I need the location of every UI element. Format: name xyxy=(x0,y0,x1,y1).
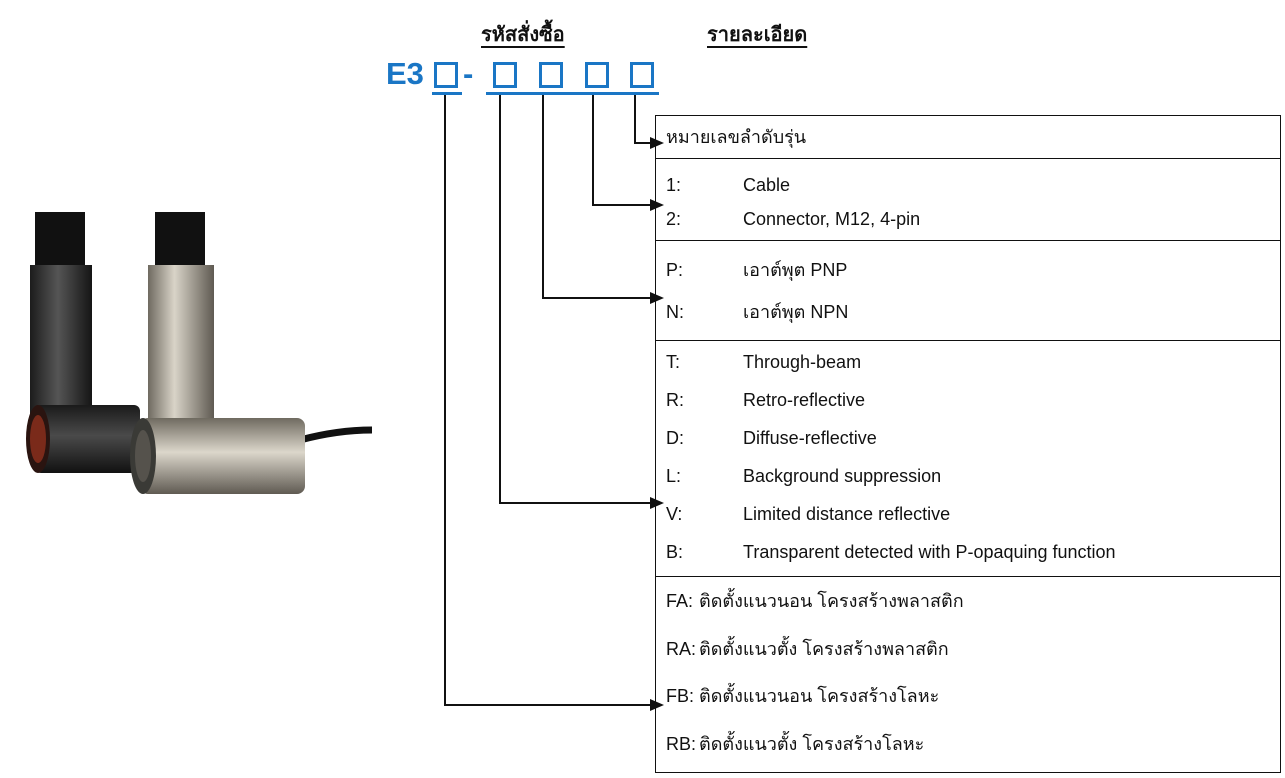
list-item: FA: ติดตั้งแนวนอน โครงสร้างพลาสติก xyxy=(666,586,1274,616)
item-text: Limited distance reflective xyxy=(743,499,950,529)
section-sensing-method: T: Through-beam R: Retro-reflective D: D… xyxy=(656,341,1280,577)
list-item: RA: ติดตั้งแนวตั้ง โครงสร้างพลาสติก xyxy=(666,634,1274,664)
item-key: B: xyxy=(666,537,683,567)
item-text: Transparent detected with P-opaquing fun… xyxy=(743,537,1116,567)
item-key: T: xyxy=(666,347,680,377)
list-item: FB: ติดตั้งแนวนอน โครงสร้างโลหะ xyxy=(666,681,1274,711)
item-text: Diffuse-reflective xyxy=(743,423,877,453)
item-text: เอาต์พุต NPN xyxy=(743,297,848,327)
section-connection: 1: Cable 2: Connector, M12, 4-pin xyxy=(656,159,1280,241)
item-key: 1: xyxy=(666,170,681,200)
item-key: FB: xyxy=(666,681,694,711)
item-text: ติดตั้งแนวนอน โครงสร้างโลหะ xyxy=(699,681,939,711)
item-key: N: xyxy=(666,297,684,327)
item-key: P: xyxy=(666,255,683,285)
item-key: FA: xyxy=(666,586,693,616)
item-key: L: xyxy=(666,461,681,491)
list-item: 1: Cable xyxy=(666,170,1274,200)
item-text: ติดตั้งแนวนอน โครงสร้างพลาสติก xyxy=(699,586,964,616)
section-series-number: หมายเลขลำดับรุ่น xyxy=(656,116,1280,159)
item-text: Retro-reflective xyxy=(743,385,865,415)
list-item: P: เอาต์พุต PNP xyxy=(666,255,1274,285)
list-item: V: Limited distance reflective xyxy=(666,499,1274,529)
item-key: D: xyxy=(666,423,684,453)
item-key: RA: xyxy=(666,634,696,664)
item-text: หมายเลขลำดับรุ่น xyxy=(666,122,806,152)
item-text: Connector, M12, 4-pin xyxy=(743,204,920,234)
item-key: R: xyxy=(666,385,684,415)
list-item: D: Diffuse-reflective xyxy=(666,423,1274,453)
section-mounting-housing: FA: ติดตั้งแนวนอน โครงสร้างพลาสติก RA: ต… xyxy=(656,577,1280,774)
list-item: หมายเลขลำดับรุ่น xyxy=(666,122,1274,152)
item-key: 2: xyxy=(666,204,681,234)
item-text: เอาต์พุต PNP xyxy=(743,255,847,285)
list-item: T: Through-beam xyxy=(666,347,1274,377)
description-table: หมายเลขลำดับรุ่น 1: Cable 2: Connector, … xyxy=(655,115,1281,773)
item-text: Through-beam xyxy=(743,347,861,377)
item-key: RB: xyxy=(666,729,696,759)
list-item: L: Background suppression xyxy=(666,461,1274,491)
item-key: V: xyxy=(666,499,682,529)
list-item: R: Retro-reflective xyxy=(666,385,1274,415)
item-text: ติดตั้งแนวตั้ง โครงสร้างโลหะ xyxy=(699,729,924,759)
list-item: RB: ติดตั้งแนวตั้ง โครงสร้างโลหะ xyxy=(666,729,1274,759)
item-text: Cable xyxy=(743,170,790,200)
list-item: 2: Connector, M12, 4-pin xyxy=(666,204,1274,234)
section-output: P: เอาต์พุต PNP N: เอาต์พุต NPN xyxy=(656,241,1280,341)
list-item: N: เอาต์พุต NPN xyxy=(666,297,1274,327)
item-text: Background suppression xyxy=(743,461,941,491)
item-text: ติดตั้งแนวตั้ง โครงสร้างพลาสติก xyxy=(699,634,949,664)
list-item: B: Transparent detected with P-opaquing … xyxy=(666,537,1274,567)
